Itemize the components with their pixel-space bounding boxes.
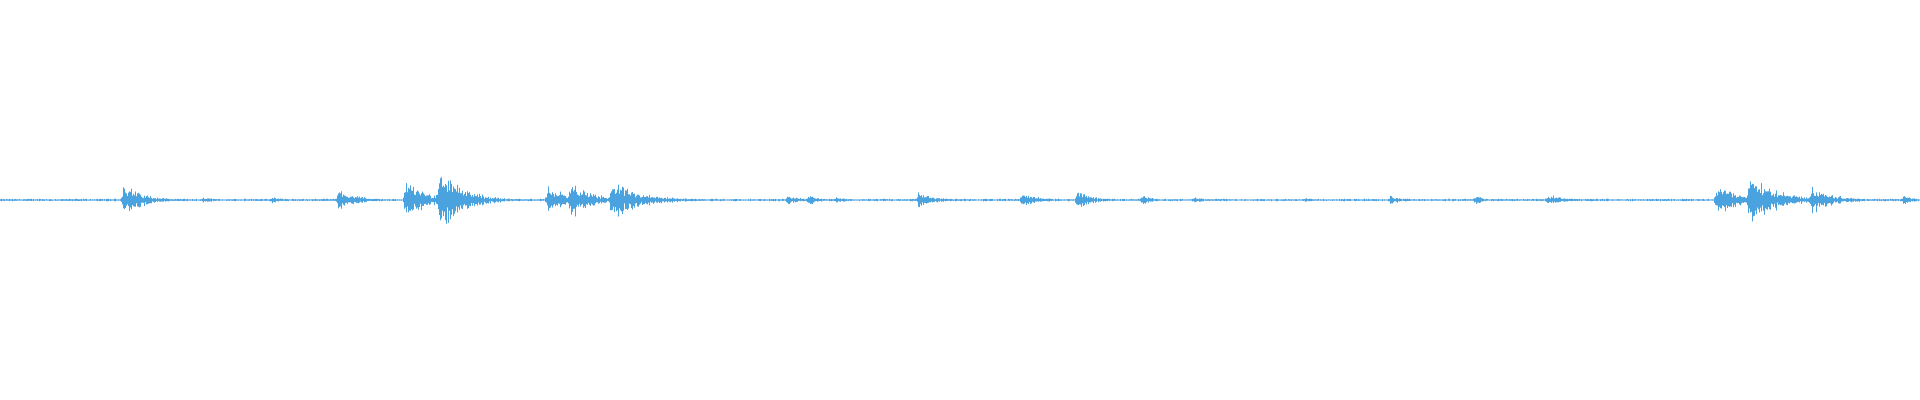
waveform-trace [0, 177, 1920, 224]
waveform-bars [0, 177, 1920, 224]
